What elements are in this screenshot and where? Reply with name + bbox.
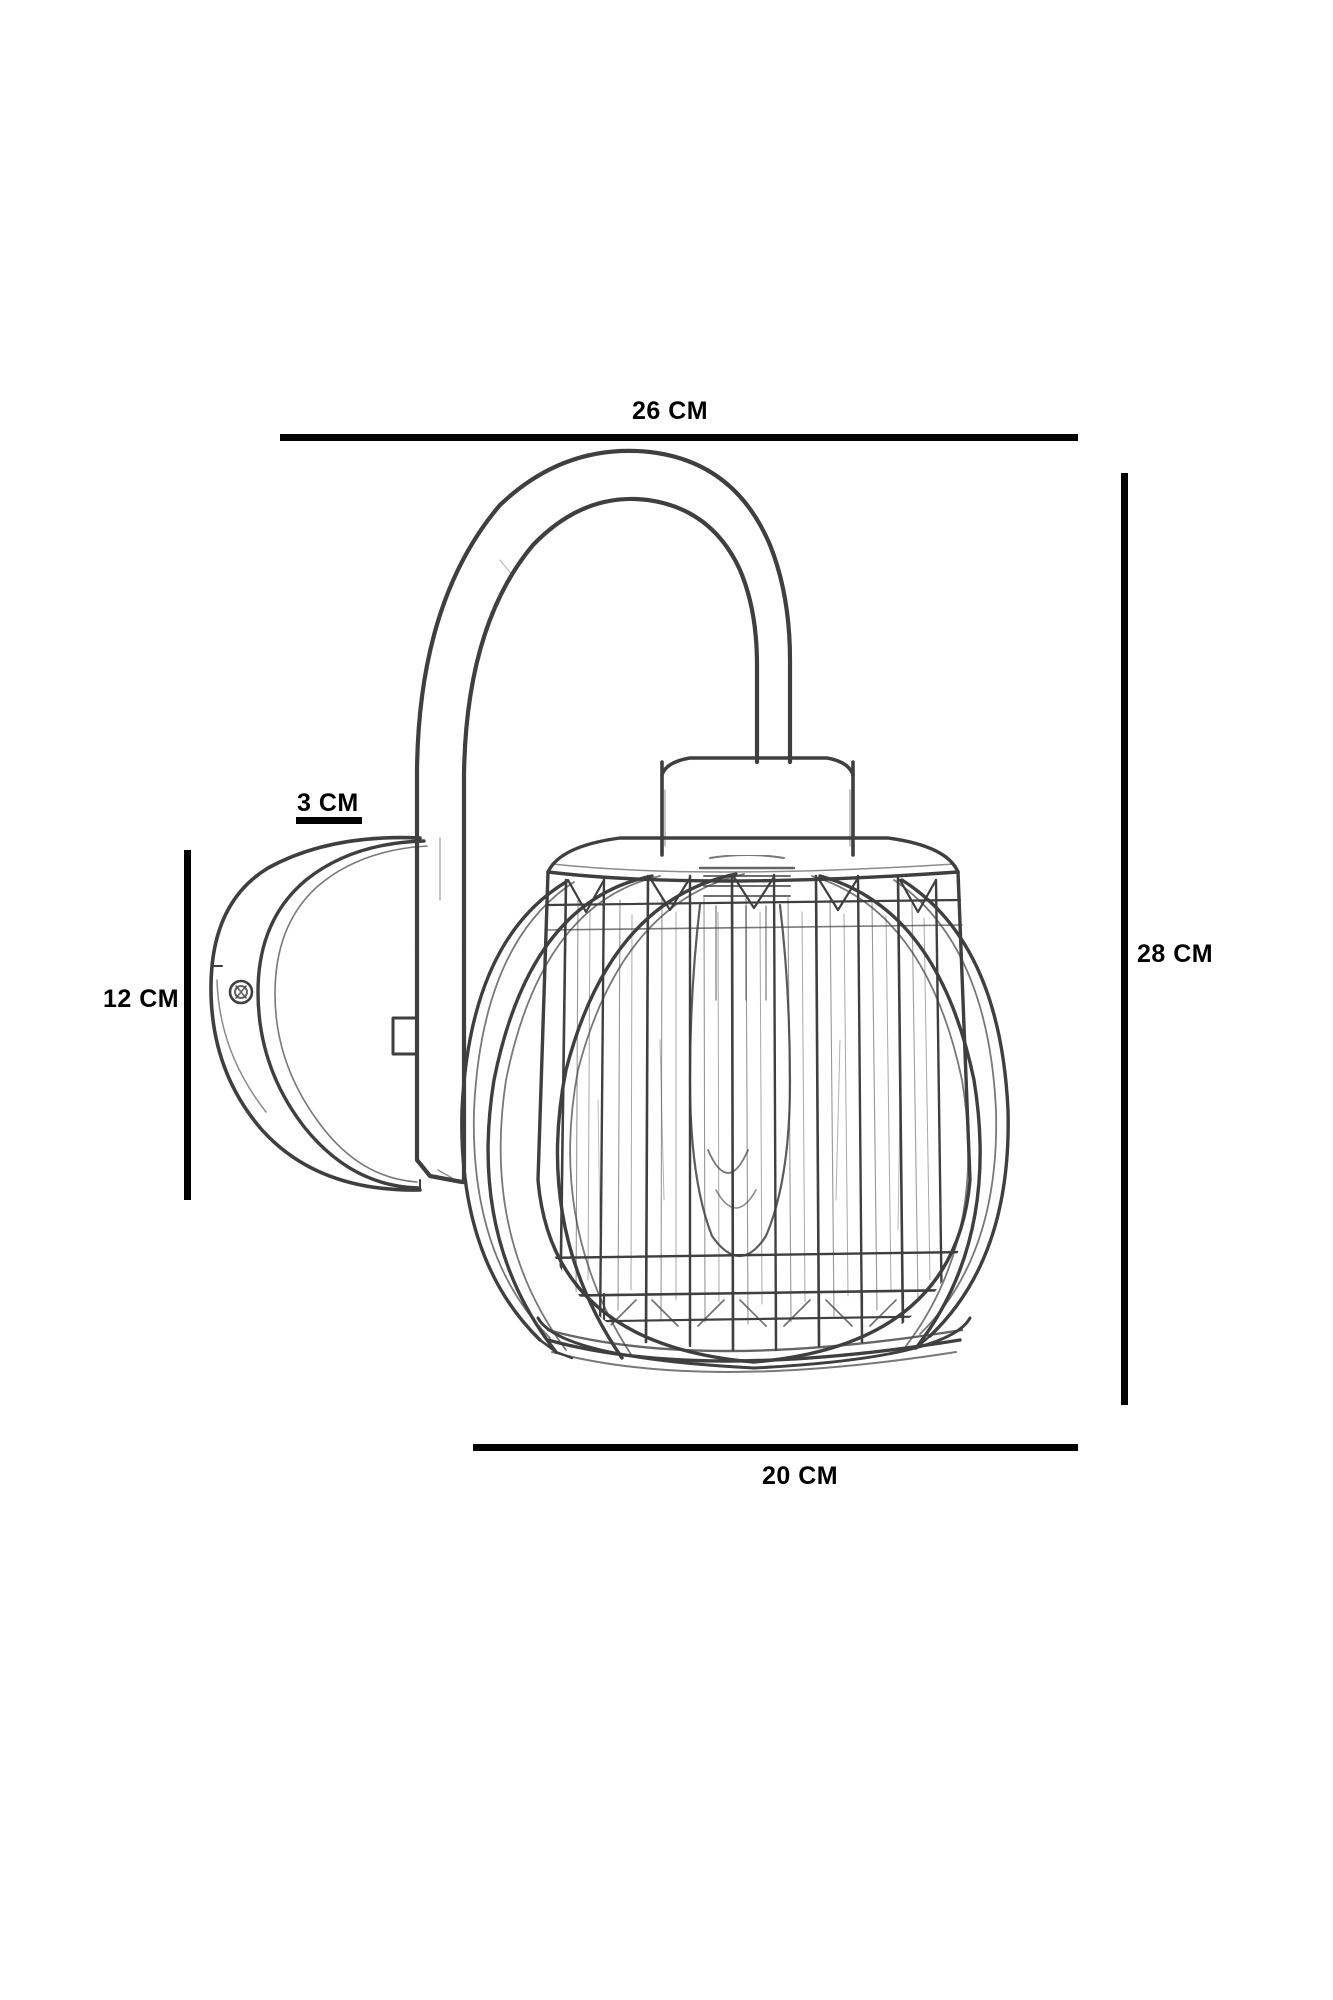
filament-bulb [688, 855, 796, 1258]
dimension-line-total-height [1121, 473, 1128, 1405]
wall-mount-plate [209, 835, 428, 1192]
crystal-prisms [538, 855, 970, 1352]
arm-bracket [391, 947, 467, 1185]
cage-bands [460, 872, 1010, 1360]
dimension-label-plate-height: 12 CM [103, 985, 180, 1013]
dimension-label-plate-depth: 3 CM [297, 789, 359, 817]
dimension-label-total-height: 28 CM [1137, 940, 1214, 968]
dimension-label-shade-width: 20 CM [762, 1462, 839, 1490]
dimension-line-plate-height [184, 850, 191, 1200]
socket-collar [660, 756, 855, 857]
dimension-line-top-width [280, 434, 1078, 441]
gooseneck-arm [414, 448, 793, 953]
dimension-line-shade-width [473, 1444, 1078, 1451]
dimension-line-plate-depth [296, 817, 362, 824]
dimension-label-top-width: 26 CM [632, 397, 709, 425]
shade-bottom-ring [536, 1316, 972, 1373]
shade-top-ring [546, 836, 960, 883]
